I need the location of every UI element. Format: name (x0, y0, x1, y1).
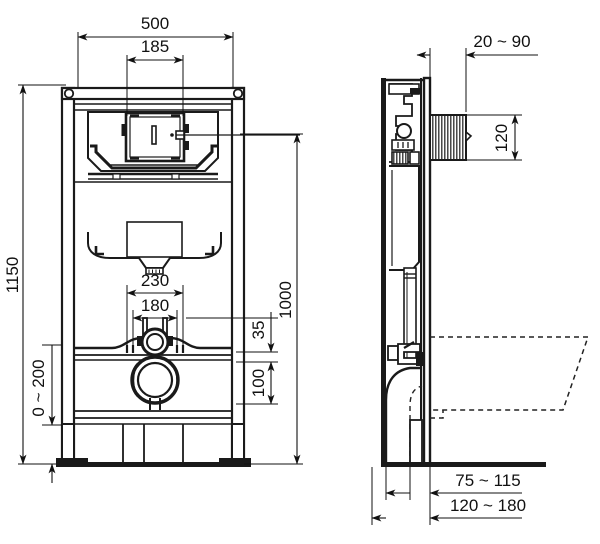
side-soil-outlet-bend (384, 366, 423, 466)
dimension-label-100: 100 (249, 369, 268, 397)
dimension-label-185: 185 (141, 37, 169, 56)
dimension-label-180: 180 (141, 296, 169, 315)
dimension-frame-depth: 120 ~ 180 (371, 467, 526, 525)
frame-feet-and-floor (56, 423, 251, 467)
floor-line-side (381, 462, 546, 467)
dimension-outlet-height: 100 (236, 361, 278, 405)
dimension-label-20-90: 20 ~ 90 (473, 32, 530, 51)
dimension-bolt-height: 1000 (240, 133, 303, 465)
dimension-outlet-depth: 75 ~ 115 (385, 467, 522, 500)
frame-top-rails (60, 86, 246, 111)
dimension-label-120-180: 120 ~ 180 (450, 496, 526, 515)
wall-plane-line (381, 78, 386, 465)
bowl-support-panel (87, 221, 222, 275)
dimension-spigot-height: 120 (466, 114, 522, 161)
side-bolt-bracket (387, 341, 423, 366)
mounting-eyelet-left (63, 88, 75, 99)
dimension-label-0-200: 0 ~ 200 (29, 359, 48, 416)
dimension-floor-offset: 0 ~ 200 (29, 344, 62, 483)
dimension-label-120: 120 (492, 124, 511, 152)
frame-lower-rails (74, 410, 232, 462)
dimension-label-35: 35 (249, 321, 268, 340)
dimension-label-1150: 1150 (3, 257, 22, 294)
foot-plate-right (219, 458, 251, 463)
dimension-label-230: 230 (141, 271, 169, 290)
soil-outlet-connector (130, 355, 180, 410)
dimension-cistern-width: 185 (126, 37, 184, 116)
mounting-eyelet-right (232, 88, 244, 99)
dimension-overall-width: 500 (77, 14, 234, 88)
dimension-label-500: 500 (141, 14, 169, 33)
plate-lug-left (121, 124, 127, 136)
floor-line-front (56, 462, 251, 467)
dimension-label-1000: 1000 (276, 281, 295, 319)
front-elevation-view: 500 185 1150 (3, 14, 303, 483)
wc-bowl-outline-dashed (430, 336, 590, 419)
flush-pipe-connector (137, 317, 173, 357)
dimension-bolt-spacing-inner: 180 (132, 296, 178, 345)
side-frame-body (386, 76, 432, 467)
side-section-view: 20 ~ 90 120 75 ~ 115 (371, 32, 590, 525)
flush-pipe-spigot (429, 114, 473, 161)
dimension-wall-offset: 20 ~ 90 (416, 32, 538, 112)
dimension-bolt-spacing-outer: 230 (126, 271, 184, 345)
dimension-label-75-115: 75 ~ 115 (455, 471, 520, 490)
foot-plate-left (56, 458, 88, 463)
actuator-slot (151, 125, 157, 145)
actuator-plate-box (121, 111, 189, 163)
spigot-hatched-body (429, 114, 467, 161)
dimension-bolt-to-outlet: 35 (186, 312, 278, 353)
